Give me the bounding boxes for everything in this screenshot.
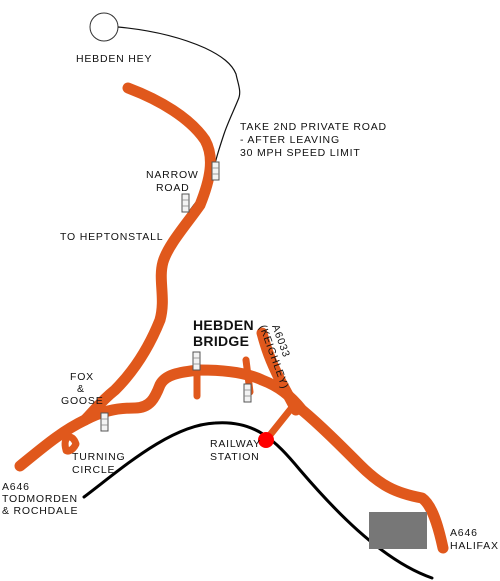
cattle-grid-icon — [192, 351, 201, 371]
destination-marker-icon — [369, 512, 427, 549]
label-fox-line3: GOOSE — [61, 395, 104, 407]
label-private-road-line1: TAKE 2ND PRIVATE ROAD — [240, 121, 387, 133]
label-turning-line2: CIRCLE — [72, 464, 115, 476]
turning-circle — [61, 433, 80, 455]
label-to-heptonstall: TO HEPTONSTALL — [60, 231, 163, 243]
label-hebden-hey: HEBDEN HEY — [76, 53, 152, 65]
label-hebden-bridge-line1: HEBDEN — [193, 317, 254, 333]
label-todmorden-line2: TODMORDEN — [2, 493, 78, 505]
cattle-grid-icon — [100, 412, 109, 432]
label-turning-line1: TURNING — [72, 451, 125, 463]
road-a646-main — [14, 364, 449, 554]
label-railway-line1: RAILWAY — [210, 438, 261, 450]
station-marker-icon — [258, 432, 274, 448]
label-halifax-line2: HALIFAX — [450, 540, 499, 552]
label-private-road-line2: - AFTER LEAVING — [240, 134, 340, 146]
cattle-grid-icon — [181, 193, 190, 213]
label-todmorden-line3: & ROCHDALE — [2, 505, 78, 517]
label-hebden-bridge-line2: BRIDGE — [193, 333, 249, 349]
hebden-hey-marker-icon — [89, 12, 119, 42]
cattle-grid-icon — [243, 383, 252, 403]
road-heptonstall — [79, 82, 216, 426]
cattle-grid-icon — [211, 161, 220, 181]
label-narrow-road-line1: NARROW — [146, 169, 199, 181]
label-fox-line1: FOX — [70, 371, 94, 383]
label-fox-line2: & — [77, 383, 85, 395]
label-railway-line2: STATION — [210, 451, 260, 463]
label-halifax-line1: A646 — [450, 527, 478, 539]
label-private-road-line3: 30 MPH SPEED LIMIT — [240, 147, 361, 159]
label-todmorden-line1: A646 — [2, 481, 30, 493]
label-narrow-road-line2: ROAD — [156, 182, 190, 194]
